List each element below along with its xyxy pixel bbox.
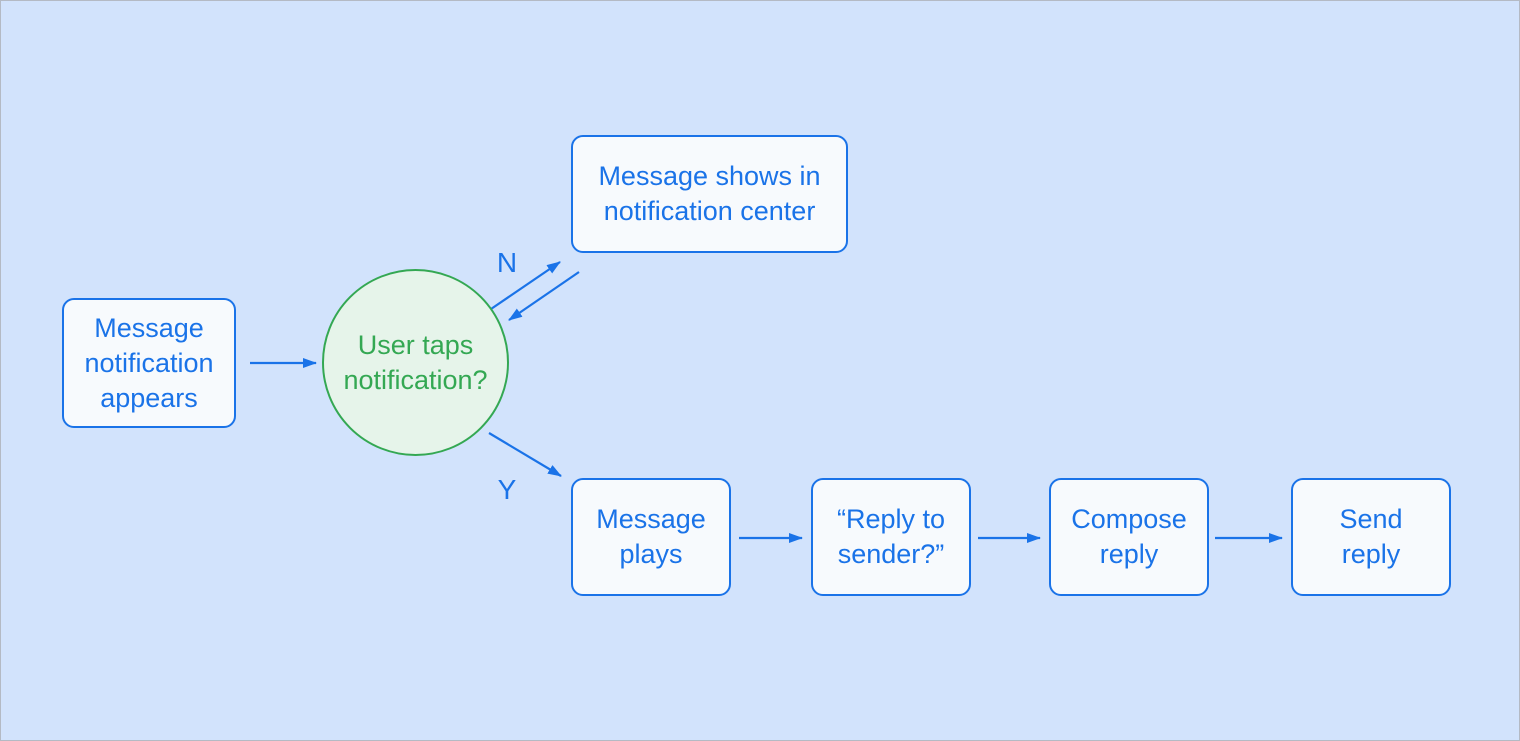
node-send-reply: Send reply bbox=[1291, 478, 1451, 596]
node-reply-to-sender: “Reply to sender?” bbox=[811, 478, 971, 596]
node-label: Message plays bbox=[596, 504, 706, 569]
node-label: Message shows in notification center bbox=[598, 161, 821, 226]
node-user-taps-notification-decision: User taps notification? bbox=[322, 269, 509, 456]
node-label: Send reply bbox=[1339, 504, 1403, 569]
node-compose-reply: Compose reply bbox=[1049, 478, 1209, 596]
edge-label-yes: Y bbox=[497, 474, 517, 505]
node-label: Message notification appears bbox=[84, 312, 214, 413]
edge-notification-center-to-decision bbox=[508, 271, 580, 321]
node-label: User taps notification? bbox=[343, 329, 488, 395]
node-message-plays: Message plays bbox=[571, 478, 731, 596]
node-label: Compose reply bbox=[1071, 504, 1187, 569]
node-label: “Reply to sender?” bbox=[836, 504, 946, 569]
node-message-shows-in-notification-center: Message shows in notification center bbox=[571, 135, 848, 253]
edge-label-no: N bbox=[496, 247, 518, 278]
edge-decision-to-message-plays bbox=[488, 432, 562, 477]
node-message-notification-appears: Message notification appears bbox=[62, 298, 236, 428]
